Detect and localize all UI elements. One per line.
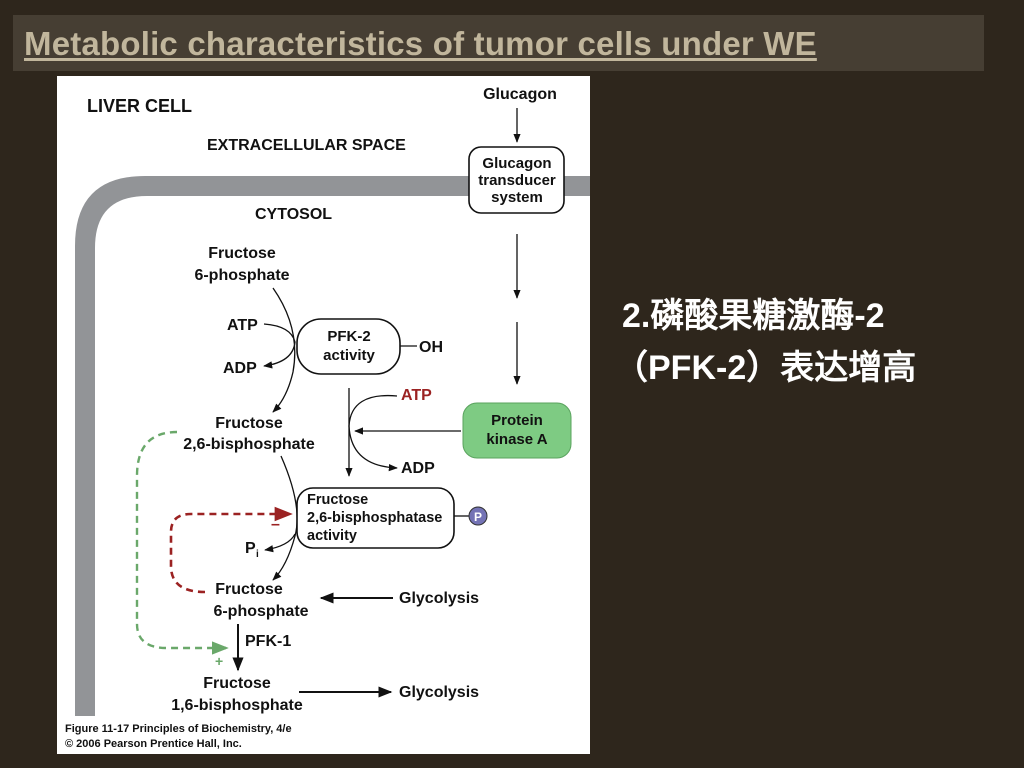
transducer-box — [468, 146, 565, 214]
pathway-diagram: LIVER CELL EXTRACELLULAR SPACE CYTOSOL G… — [65, 86, 590, 750]
minus-sign: – — [271, 516, 280, 533]
fbpase2-label-2: 2,6-bisphosphatase — [307, 510, 442, 526]
pi-subscript: i — [256, 549, 259, 560]
pka-atp-adp-arrow — [348, 394, 398, 472]
pfk2-label-2: activity — [323, 347, 375, 364]
fbpase-reaction-arrow — [272, 455, 298, 581]
transducer-label-1: Glucagon — [482, 155, 551, 172]
f16bp-label-2: 1,6-bisphosphate — [171, 697, 303, 714]
glycolysis-lower-label: Glycolysis — [399, 684, 479, 701]
glucagon-label: Glucagon — [483, 86, 557, 103]
transducer-label-3: system — [491, 189, 543, 206]
adp-mid-label: ADP — [401, 460, 435, 477]
f6p-top-label-1: Fructose — [208, 245, 276, 262]
pka-label-2: kinase A — [486, 431, 547, 448]
pfk2-reaction-arrow — [272, 287, 296, 413]
extracellular-space-label: EXTRACELLULAR SPACE — [207, 137, 406, 154]
phosphate-icon — [468, 506, 488, 526]
pfk1-label: PFK-1 — [245, 633, 291, 650]
fbpase2-label-1: Fructose — [307, 492, 368, 508]
oh-label: OH — [419, 339, 443, 356]
pfk2-label-1: PFK-2 — [327, 328, 370, 345]
plus-sign: + — [215, 653, 223, 669]
f26bp-label-2: 2,6-bisphosphate — [183, 436, 315, 453]
f16bp-label-1: Fructose — [203, 675, 271, 692]
f6p-bottom-label-2: 6-phosphate — [213, 603, 308, 620]
adp-left-label: ADP — [223, 360, 257, 377]
phosphate-label: P — [474, 510, 482, 524]
transducer-label-2: transducer — [478, 172, 556, 189]
figure-caption-1: Figure 11-17 Principles of Biochemistry,… — [65, 723, 292, 735]
f6p-bottom-label-1: Fructose — [215, 581, 283, 598]
side-text-line-2: （PFK-2）表达增高 — [614, 349, 917, 387]
f26bp-label-1: Fructose — [215, 415, 283, 432]
side-text-line-1: 2.磷酸果糖激酶-2 — [622, 297, 885, 335]
pi-label: P — [245, 540, 256, 557]
liver-cell-label: LIVER CELL — [87, 96, 192, 116]
pfk2-expression-note: 2.磷酸果糖激酶-2 （PFK-2）表达增高 — [614, 290, 916, 394]
cytosol-label: CYTOSOL — [255, 206, 332, 223]
fbpase2-label-3: activity — [307, 528, 357, 544]
protein-kinase-a-box — [462, 402, 572, 459]
pathway-figure: LIVER CELL EXTRACELLULAR SPACE CYTOSOL G… — [57, 76, 590, 754]
slide-title: Metabolic characteristics of tumor cells… — [24, 25, 817, 62]
fbpase2-box — [296, 487, 455, 549]
pka-label-1: Protein — [491, 412, 543, 429]
f6p-top-label-2: 6-phosphate — [194, 267, 289, 284]
atp-red-label: ATP — [401, 387, 432, 404]
atp-adp-arrow — [263, 323, 296, 369]
pi-release-arrow — [264, 533, 296, 553]
figure-caption-2: © 2006 Pearson Prentice Hall, Inc. — [65, 738, 242, 750]
atp-left-label: ATP — [227, 317, 258, 334]
glycolysis-upper-label: Glycolysis — [399, 590, 479, 607]
slide-title-bar: Metabolic characteristics of tumor cells… — [13, 15, 984, 71]
